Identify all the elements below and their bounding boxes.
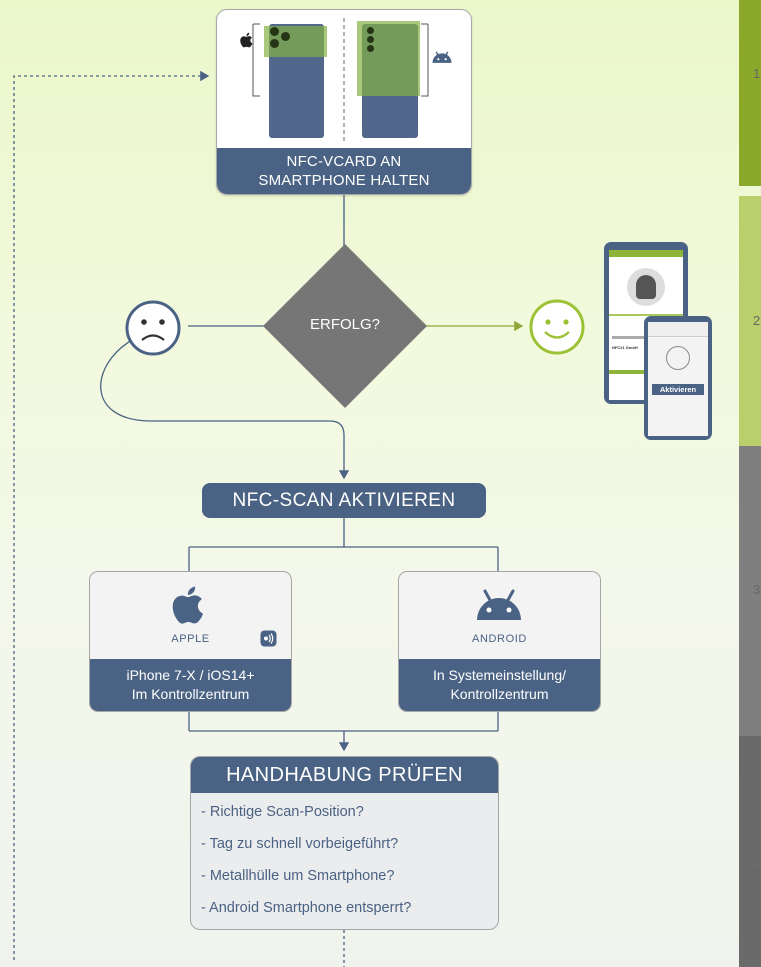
decision-label: ERFOLG? — [309, 316, 381, 333]
hold-phone-caption: NFC-VCARD AN SMARTPHONE HALTEN — [217, 148, 471, 194]
activate-button[interactable]: Aktivieren — [652, 384, 704, 395]
handling-item: - Metallhülle um Smartphone? — [201, 868, 395, 884]
position-brackets — [252, 18, 429, 142]
apple-icon — [240, 32, 253, 48]
handling-item: - Tag zu schnell vorbeigeführt? — [201, 836, 399, 852]
android-line-1: In Systemeinstellung/ — [432, 667, 567, 683]
android-card: ANDROID In Systemeinstellung/ Kontrollze… — [398, 571, 601, 712]
apple-label: APPLE — [171, 633, 210, 645]
handling-item: - Richtige Scan-Position? — [201, 804, 364, 820]
activation-phone-mockup: Aktivieren — [644, 316, 712, 440]
hold-phone-card: NFC-VCARD AN SMARTPHONE HALTEN — [216, 9, 472, 195]
step-bar-4 — [739, 736, 761, 967]
step-number-4: 4 — [753, 862, 761, 877]
fail-curve-line — [100, 339, 350, 480]
activate-nfc-box: NFC-SCAN AKTIVIEREN — [202, 483, 486, 518]
handling-check-box: HANDHABUNG PRÜFEN - Richtige Scan-Positi… — [190, 756, 499, 930]
sad-face-icon — [125, 300, 181, 356]
step-number-2: 2 — [753, 313, 761, 328]
dashed-loop-line — [13, 70, 210, 960]
android-line-2: Kontrollzentrum — [450, 686, 549, 702]
android-scan-zone — [357, 21, 420, 96]
apple-line-1: iPhone 7-X / iOS14+ — [126, 667, 255, 683]
step-number-3: 3 — [753, 582, 761, 597]
apple-logo-icon — [172, 586, 203, 624]
step-bar-3 — [739, 446, 761, 736]
vcard-company: NFC21 GmbH — [612, 345, 638, 350]
happy-face-icon — [529, 299, 585, 355]
apple-card: APPLE iPhone 7-X / iOS14+ Im Kontrollzen… — [89, 571, 292, 712]
handling-title: HANDHABUNG PRÜFEN — [191, 757, 498, 793]
caption-line-1: NFC-VCARD AN — [286, 153, 402, 170]
step-bar-1 — [739, 0, 761, 186]
caption-line-2: SMARTPHONE HALTEN — [258, 172, 430, 189]
step-number-1: 1 — [753, 66, 761, 81]
android-instructions: In Systemeinstellung/ Kontrollzentrum — [399, 659, 600, 711]
android-small-icon — [432, 51, 452, 63]
apple-instructions: iPhone 7-X / iOS14+ Im Kontrollzentrum — [90, 659, 291, 711]
apple-line-2: Im Kontrollzentrum — [131, 686, 250, 702]
nfc-reader-icon — [260, 630, 277, 647]
android-label: ANDROID — [472, 633, 527, 645]
step-bar-2 — [739, 196, 761, 446]
handling-item: - Android Smartphone entsperrt? — [201, 900, 412, 916]
android-logo-icon — [477, 589, 521, 620]
